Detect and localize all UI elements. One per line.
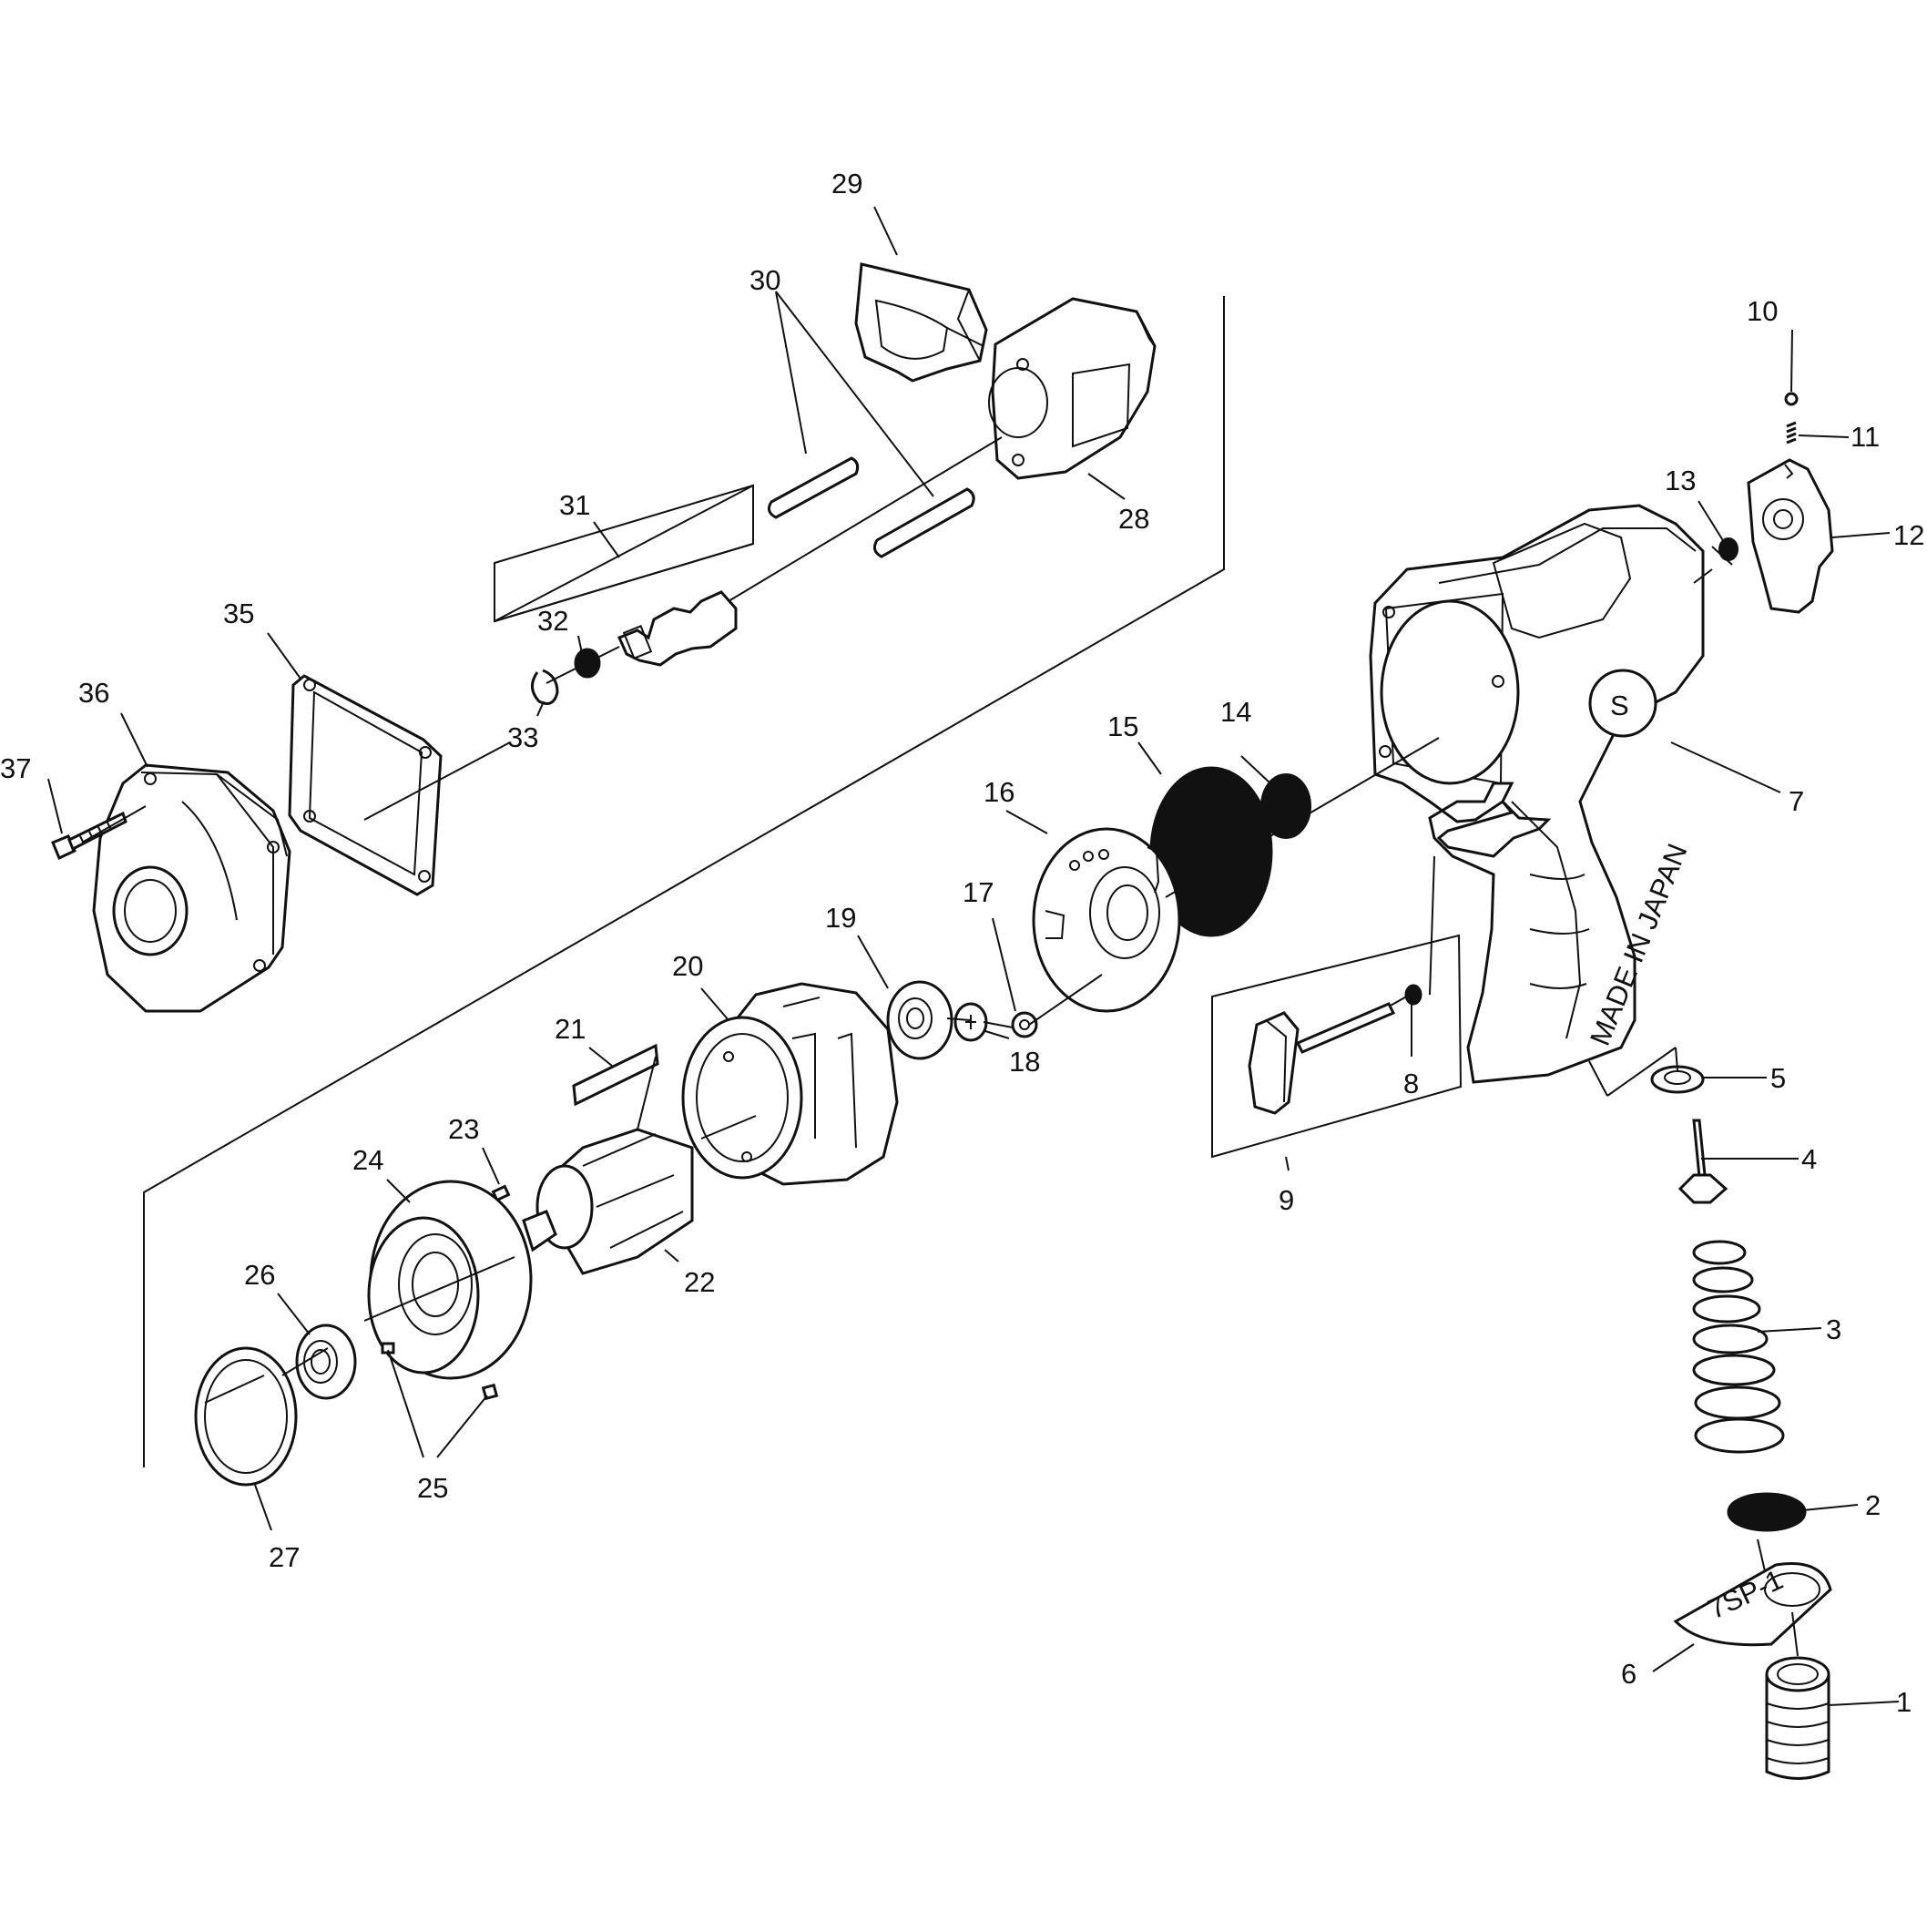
callout-27: 27 — [269, 1541, 300, 1573]
callout-9: 9 — [1279, 1184, 1294, 1216]
part-20-cylinder — [681, 982, 899, 1186]
callout-31: 31 — [559, 489, 590, 521]
callout-23: 23 — [448, 1113, 479, 1145]
part-31-anvil — [617, 590, 738, 667]
callout-6: 6 — [1621, 1658, 1636, 1690]
group-9-bracket — [1211, 934, 1463, 1159]
part-1-inlet-fitting — [1765, 1656, 1830, 1780]
part-6-plate: 7SP-1 — [1673, 1562, 1832, 1647]
group-31-bracket — [494, 484, 754, 623]
part-33-retaining-ring — [531, 669, 559, 705]
callout-21: 21 — [555, 1013, 586, 1045]
part-10-ball — [1784, 392, 1799, 406]
callout-2: 2 — [1865, 1489, 1881, 1521]
callout-20: 20 — [672, 950, 703, 982]
part-23-pin — [491, 1184, 511, 1202]
part-4-valve-stem — [1677, 1119, 1728, 1204]
callout-14: 14 — [1220, 696, 1251, 728]
part-16-end-plate — [1032, 827, 1181, 1013]
callout-32: 32 — [537, 605, 568, 637]
part-17-lock-washer — [1011, 1011, 1038, 1038]
callout-18: 18 — [1009, 1046, 1040, 1078]
callout-12: 12 — [1893, 519, 1924, 551]
part-30-pins — [767, 456, 975, 558]
callout-26: 26 — [244, 1259, 275, 1291]
callout-25: 25 — [417, 1472, 448, 1504]
callout-30: 30 — [749, 264, 780, 296]
part-3-spring — [1692, 1240, 1785, 1454]
callout-13: 13 — [1665, 465, 1696, 496]
callout-22: 22 — [684, 1266, 715, 1298]
part-19-bearing — [886, 980, 953, 1060]
part-36-front-housing — [92, 763, 291, 1013]
callout-15: 15 — [1107, 710, 1138, 742]
part-24-front-plate — [367, 1180, 533, 1380]
callout-35: 35 — [223, 598, 254, 629]
callout-36: 36 — [78, 677, 109, 709]
part-2-o-ring — [1727, 1492, 1807, 1532]
part-29-sleeve — [854, 262, 988, 383]
brand-logo-text: S — [1610, 690, 1629, 721]
part-27-shim — [194, 1346, 298, 1487]
callout-1: 1 — [1896, 1686, 1912, 1718]
part-13-o-ring — [1718, 537, 1738, 561]
callout-4: 4 — [1801, 1143, 1817, 1175]
callout-33: 33 — [507, 721, 538, 753]
part-26-bearing — [295, 1324, 357, 1400]
part-5-bushing — [1650, 1065, 1705, 1094]
callout-7: 7 — [1789, 785, 1804, 817]
callout-labels: 1 2 3 4 5 6 7 8 9 10 11 12 13 14 15 16 1… — [0, 168, 1924, 1718]
callout-29: 29 — [831, 168, 862, 199]
part-12-reverse-lever — [1747, 458, 1834, 614]
callout-19: 19 — [825, 902, 856, 934]
part-9-trigger — [1248, 1002, 1396, 1115]
part-35-gasket — [288, 674, 443, 896]
part-18-screw — [953, 1002, 1014, 1042]
leader-lines — [47, 206, 1900, 1706]
main-assembly-bracket — [143, 296, 1225, 1467]
callout-16: 16 — [984, 776, 1014, 808]
callout-37: 37 — [0, 752, 31, 784]
callout-28: 28 — [1118, 503, 1149, 535]
part-22-rotor — [522, 1128, 694, 1275]
callout-3: 3 — [1826, 1314, 1841, 1345]
part-21-vane — [572, 1043, 659, 1107]
callout-8: 8 — [1403, 1068, 1419, 1099]
part-28-hammer-frame — [988, 297, 1157, 480]
part-11-spring — [1786, 421, 1797, 445]
callout-24: 24 — [352, 1144, 383, 1176]
center-lines — [81, 327, 1799, 1657]
part-37-screw — [51, 811, 127, 861]
callout-17: 17 — [963, 876, 994, 908]
part-7-main-housing: S MADE IN JAPAN — [1369, 504, 1705, 1084]
callout-10: 10 — [1747, 295, 1778, 327]
part-8-o-ring — [1404, 984, 1422, 1006]
callout-11: 11 — [1851, 421, 1880, 453]
callout-5: 5 — [1770, 1062, 1786, 1094]
